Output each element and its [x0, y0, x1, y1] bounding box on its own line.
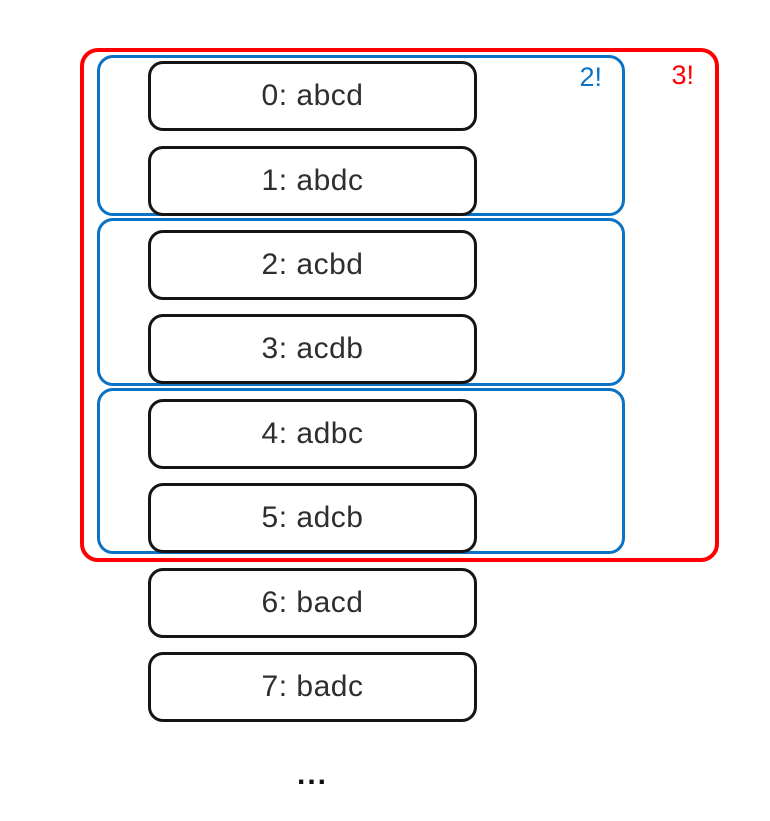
perm-box-6: 6: bacd	[148, 568, 477, 638]
perm-box-0: 0: abcd	[148, 61, 477, 131]
perm-box-2: 2: acbd	[148, 230, 477, 300]
perm-box-4: 4: adbc	[148, 399, 477, 469]
red-group-3-factorial: 3!	[80, 48, 719, 562]
red-group-label: 3!	[671, 60, 694, 90]
blue-group-label: 2!	[579, 62, 602, 92]
perm-box-3: 3: acdb	[148, 314, 477, 384]
perm-box-7: 7: badc	[148, 652, 477, 722]
more-permutations-ellipsis: ...	[296, 758, 328, 791]
blue-group-pair-2-3	[97, 218, 625, 386]
perm-box-5: 5: adcb	[148, 483, 477, 553]
perm-box-1: 1: abdc	[148, 146, 477, 216]
